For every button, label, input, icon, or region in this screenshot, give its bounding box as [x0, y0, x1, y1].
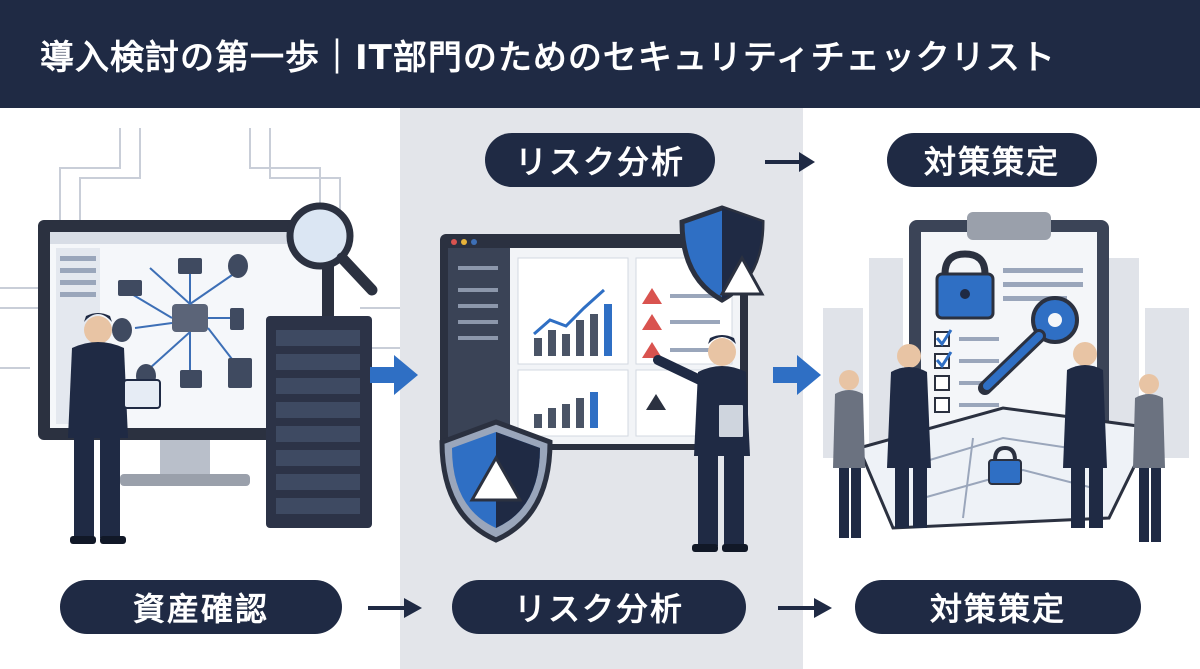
risk-analysis-graphic	[439, 205, 765, 552]
shield-warning-icon	[439, 419, 553, 543]
page-title: 導入検討の第一歩｜IT部門のためのセキュリティチェックリスト	[40, 37, 1056, 78]
countermeasure-graphic	[823, 212, 1189, 542]
bottom-step-risk-analysis: リスク分析	[452, 580, 746, 634]
shield-warning-icon	[679, 205, 765, 303]
asset-inventory-illustration	[0, 108, 400, 558]
countermeasure-illustration	[803, 108, 1200, 558]
magnifier-icon	[286, 202, 378, 296]
lock-icon	[935, 250, 995, 320]
top-step-countermeasure: 対策策定	[887, 133, 1097, 187]
asset-inventory-graphic	[0, 128, 400, 544]
top-step-risk-analysis: リスク分析	[485, 133, 715, 187]
key-icon	[978, 296, 1079, 395]
arrow-right-icon	[778, 598, 832, 618]
risk-analysis-illustration	[400, 108, 803, 558]
header-bar: 導入検討の第一歩｜IT部門のためのセキュリティチェックリスト	[0, 0, 1200, 108]
arrow-right-icon	[765, 152, 815, 172]
lock-icon	[988, 445, 1022, 485]
warning-icon	[642, 288, 662, 358]
bottom-step-asset-check: 資産確認	[60, 580, 342, 634]
arrow-right-icon	[773, 355, 821, 395]
bottom-step-countermeasure: 対策策定	[855, 580, 1141, 634]
arrow-right-icon	[368, 598, 422, 618]
arrow-right-icon	[370, 355, 418, 395]
